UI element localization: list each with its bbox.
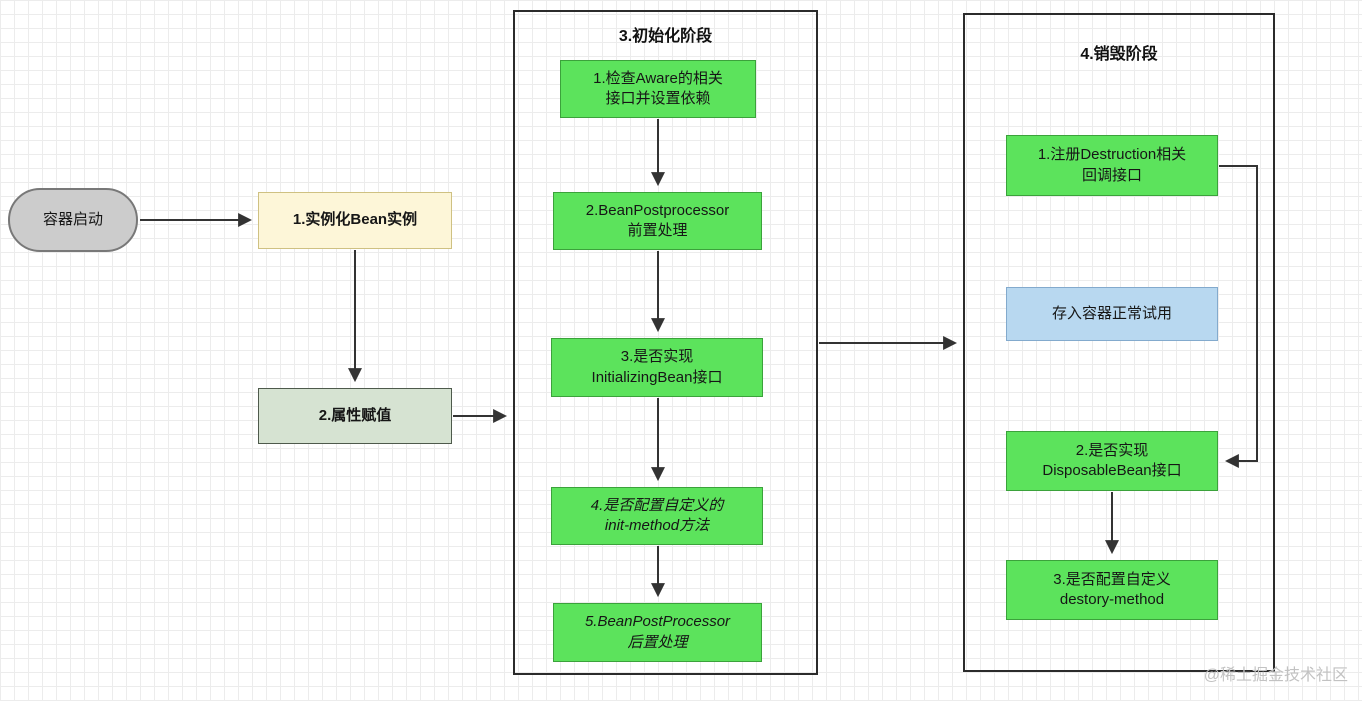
- init-step-post-processor-node: 5.BeanPostProcessor 后置处理: [553, 603, 762, 662]
- destroy-step-destroy-method-node: 3.是否配置自定义 destory-method: [1006, 560, 1218, 620]
- destroy-step-disposablebean-node: 2.是否实现 DisposableBean接口: [1006, 431, 1218, 491]
- property-assignment-label: 2.属性赋值: [318, 406, 392, 424]
- instantiate-bean-node: 1.实例化Bean实例: [258, 192, 452, 249]
- destroy-step-disposablebean-label: 2.是否实现 DisposableBean接口: [1042, 441, 1182, 479]
- init-phase-container: 3.初始化阶段: [513, 10, 818, 675]
- property-assignment-node: 2.属性赋值: [258, 388, 452, 444]
- init-step-aware-node: 1.检查Aware的相关 接口并设置依赖: [560, 60, 756, 118]
- init-step-initializingbean-label: 3.是否实现 InitializingBean接口: [591, 348, 723, 386]
- init-step-initializingbean-node: 3.是否实现 InitializingBean接口: [551, 338, 763, 397]
- init-step-aware-label: 1.检查Aware的相关 接口并设置依赖: [593, 69, 723, 107]
- destroy-step-register-callback-node: 1.注册Destruction相关 回调接口: [1006, 135, 1218, 196]
- init-step-post-processor-label: 5.BeanPostProcessor 后置处理: [584, 613, 731, 651]
- instantiate-bean-label: 1.实例化Bean实例: [292, 211, 418, 229]
- destroy-step-register-callback-label: 1.注册Destruction相关 回调接口: [1037, 146, 1187, 184]
- init-step-pre-processor-node: 2.BeanPostprocessor 前置处理: [553, 192, 762, 250]
- init-phase-title: 3.初始化阶段: [618, 28, 713, 45]
- store-container-label: 存入容器正常试用: [1051, 304, 1172, 322]
- destroy-phase-container: 4.销毁阶段: [963, 13, 1275, 672]
- destroy-phase-title: 4.销毁阶段: [1080, 46, 1158, 63]
- watermark: @稀土掘金技术社区: [1203, 667, 1348, 684]
- init-step-init-method-node: 4.是否配置自定义的 init-method方法: [551, 487, 763, 545]
- init-step-init-method-label: 4.是否配置自定义的 init-method方法: [590, 496, 724, 534]
- start-node-label: 容器启动: [42, 210, 103, 228]
- start-node: 容器启动: [8, 188, 138, 252]
- store-container-node: 存入容器正常试用: [1006, 287, 1218, 341]
- init-step-pre-processor-label: 2.BeanPostprocessor 前置处理: [585, 201, 730, 239]
- destroy-step-destroy-method-label: 3.是否配置自定义 destory-method: [1053, 570, 1171, 608]
